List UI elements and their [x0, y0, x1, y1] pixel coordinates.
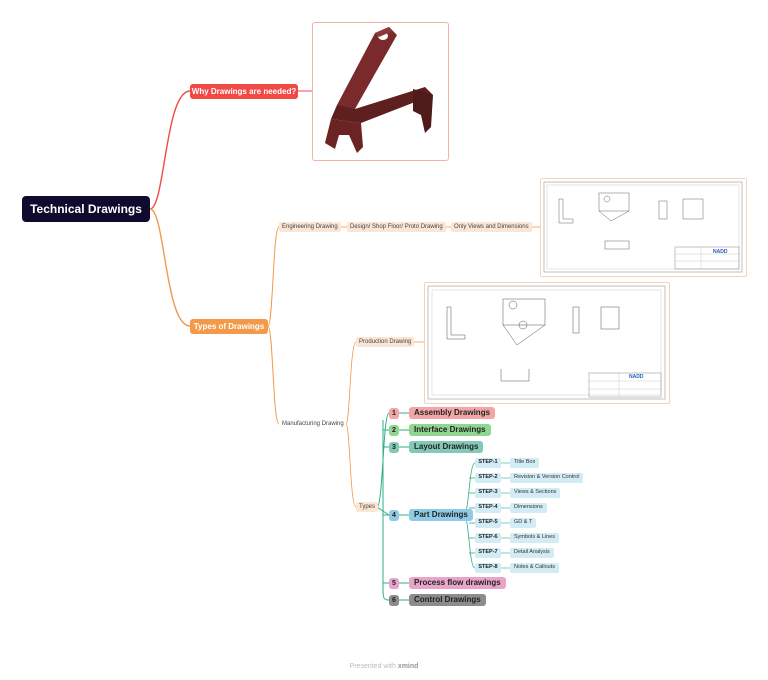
design-shop-floor-node[interactable]: Design/ Shop Floor/ Proto Drawing [347, 222, 446, 232]
footer-text: Presented with [349, 663, 396, 670]
step-4-tag: STEP-4 [475, 503, 501, 513]
root-topic[interactable]: Technical Drawings [22, 196, 150, 222]
type-number-2: 2 [389, 425, 399, 436]
bracket-3d-image [312, 22, 449, 161]
type-number-3: 3 [389, 442, 399, 453]
step-1-tag: STEP-1 [475, 458, 501, 468]
bracket-illustration [325, 27, 433, 153]
production-drawing-sheet [427, 285, 666, 400]
step-7-tag: STEP-7 [475, 548, 501, 558]
step-3-views-sections[interactable]: Views & Sections [510, 488, 561, 498]
types-node[interactable]: Types [356, 502, 379, 512]
production-title-block-brand: NADD [629, 374, 644, 380]
branch-types-of-drawings[interactable]: Types of Drawings [190, 319, 268, 334]
step-8-notes-callouts[interactable]: Notes & Callouts [510, 563, 559, 573]
type-interface-drawings[interactable]: Interface Drawings [409, 424, 491, 436]
step-4-dimensions[interactable]: Dimensions [510, 503, 547, 513]
title-block-brand: NADD [713, 249, 728, 255]
engineering-drawing-sheet [543, 181, 743, 273]
views-dimensions-node[interactable]: Only Views and Dimensions [451, 222, 532, 232]
step-5-tag: STEP-5 [475, 518, 501, 528]
type-number-5: 5 [389, 578, 399, 589]
type-part-drawings[interactable]: Part Drawings [409, 509, 473, 521]
type-layout-drawings[interactable]: Layout Drawings [409, 441, 484, 453]
manufacturing-drawing-node[interactable]: Manufacturing Drawing [282, 421, 344, 427]
engineering-drawing-node[interactable]: Engineering Drawing [279, 222, 341, 232]
production-drawing-image: NADD [424, 282, 670, 404]
step-2-revision-control[interactable]: Revision & Version Control [510, 473, 584, 483]
step-6-symbols-lines[interactable]: Symbols & Lines [510, 533, 559, 543]
step-6-tag: STEP-6 [475, 533, 501, 543]
production-drawing-node[interactable]: Production Drawing [356, 337, 415, 347]
step-1-title-box[interactable]: Title Box [510, 458, 540, 468]
step-7-detail-analysis[interactable]: Detail Analysis [510, 548, 554, 558]
type-process-flow-drawings[interactable]: Process flow drawings [409, 577, 506, 589]
branch-why-drawings[interactable]: Why Drawings are needed? [190, 84, 298, 99]
engineering-drawing-image: NADD [540, 178, 747, 277]
type-number-1: 1 [389, 408, 399, 419]
step-5-gdt[interactable]: GD & T [510, 518, 537, 528]
xmind-brand: xmind [397, 663, 419, 670]
step-2-tag: STEP-2 [475, 473, 501, 483]
type-control-drawings[interactable]: Control Drawings [409, 594, 486, 606]
step-8-tag: STEP-8 [475, 563, 501, 573]
type-number-6: 6 [389, 595, 399, 606]
presented-with-footer: Presented with xmind [0, 663, 768, 670]
type-assembly-drawings[interactable]: Assembly Drawings [409, 407, 496, 419]
step-3-tag: STEP-3 [475, 488, 501, 498]
type-number-4: 4 [389, 510, 399, 521]
